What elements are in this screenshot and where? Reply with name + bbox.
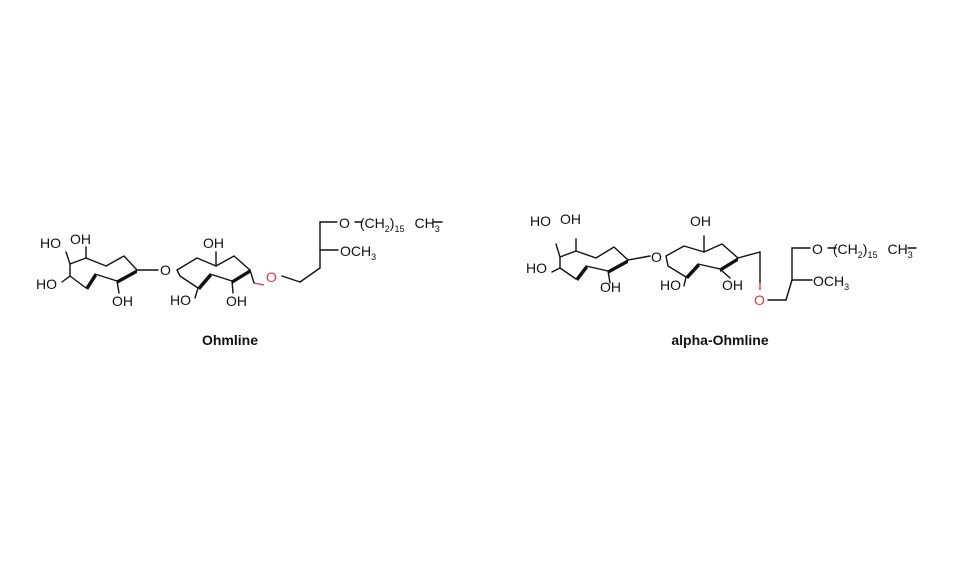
glycosidic-bond — [253, 282, 265, 286]
oh-label: OH — [112, 293, 133, 309]
ho-label: HO — [530, 213, 551, 229]
oh-label: OH — [226, 293, 247, 309]
oh-label: OH — [560, 211, 581, 227]
glycosidic-oxygen-label: O — [266, 269, 277, 285]
structure-caption: Ohmline — [202, 332, 258, 348]
ring-b-bonds — [665, 235, 761, 287]
ho-label: HO — [40, 235, 61, 251]
oh-label: OH — [690, 213, 711, 229]
glycosidic-oxygen-label: O — [754, 292, 765, 308]
bridge-oxygen-label: O — [651, 249, 662, 265]
bridge-oxygen-label: O — [160, 262, 171, 278]
oh-label: OH — [600, 279, 621, 295]
ho-label: HO — [526, 260, 547, 276]
structure-caption: alpha-Ohmline — [671, 332, 768, 348]
oh-label: OH — [722, 277, 743, 293]
methoxy-label: OCH3 — [813, 273, 849, 292]
ho-label: HO — [660, 277, 681, 293]
ho-label: HO — [170, 292, 191, 308]
ho-label: HO — [36, 276, 57, 292]
methoxy-label: OCH3 — [340, 243, 376, 262]
oh-label: OH — [203, 235, 224, 251]
glycerol-backbone — [759, 247, 917, 301]
glycerol-backbone — [253, 221, 443, 286]
ring-a-bonds — [551, 238, 651, 284]
oh-label: OH — [70, 231, 91, 247]
ring-b-bonds — [176, 251, 255, 299]
ring-a-bonds — [61, 246, 159, 294]
